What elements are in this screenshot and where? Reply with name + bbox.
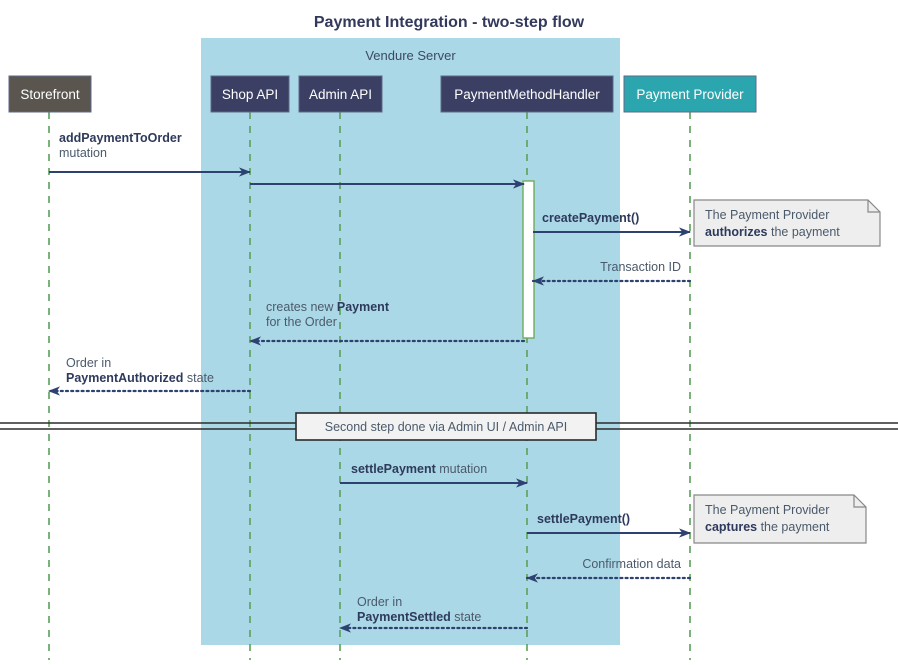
participants: Storefront Shop API Admin API PaymentMethod…: [8, 75, 757, 113]
message-label-creates-new-payment-1: for the Order: [266, 315, 337, 329]
message-transaction-id: Transaction ID: [531, 260, 692, 286]
note-body-note-authorizes: [693, 199, 881, 247]
notes: The Payment Provider authorizes the payme…: [693, 199, 881, 544]
message-create-payment: createPayment(): [533, 211, 691, 237]
participant-box-admin-api[interactable]: [298, 75, 383, 113]
page-title: Payment Integration - two-step flow: [314, 14, 585, 31]
message-settle-payment-mutation: settlePayment mutation: [340, 462, 528, 488]
message-label-add-payment-to-order-0: addPaymentToOrder: [59, 131, 182, 145]
participant-box-storefront[interactable]: [8, 75, 92, 113]
message-label-settle-payment-call-0: settlePayment(): [537, 512, 630, 526]
note-line-note-authorizes-1: authorizes the payment: [705, 225, 840, 239]
note-body-note-captures: [693, 494, 867, 544]
message-label-creates-new-payment-0: creates new Payment: [266, 300, 390, 314]
activation-bars: [522, 180, 535, 339]
participant-admin-api[interactable]: Admin API: [298, 75, 383, 113]
message-label-settle-payment-mutation-0: settlePayment mutation: [351, 462, 487, 476]
participant-label-storefront: Storefront: [20, 87, 80, 102]
message-label-order-payment-authorized-1: PaymentAuthorized state: [66, 371, 214, 385]
message-label-add-payment-to-order-1: mutation: [59, 146, 107, 160]
participant-label-payment-method-handler: PaymentMethodHandler: [454, 87, 600, 102]
participant-payment-provider[interactable]: Payment Provider: [623, 75, 757, 113]
note-note-captures: The Payment Provider captures the payment: [693, 494, 867, 544]
participant-label-shop-api: Shop API: [222, 87, 278, 102]
message-label-transaction-id-0: Transaction ID: [600, 260, 681, 274]
message-settle-payment-call: settlePayment(): [527, 512, 691, 538]
group-label-vendure-server: Vendure Server: [365, 48, 456, 63]
message-label-order-payment-settled-1: PaymentSettled state: [357, 610, 481, 624]
message-label-confirmation-data-0: Confirmation data: [582, 557, 681, 571]
message-label-order-payment-authorized-0: Order in: [66, 356, 111, 370]
note-line-note-captures-1: captures the payment: [705, 520, 830, 534]
activation-bar-payment-method-handler: [522, 180, 535, 339]
message-label-create-payment-0: createPayment(): [542, 211, 639, 225]
note-fold-note-captures: [853, 495, 866, 508]
participant-box-payment-method-handler[interactable]: [440, 75, 614, 113]
note-note-authorizes: The Payment Provider authorizes the payme…: [693, 199, 881, 247]
message-label-order-payment-settled-0: Order in: [357, 595, 402, 609]
participant-box-payment-provider[interactable]: [623, 75, 757, 113]
divider-label-box: [295, 412, 597, 441]
divider-label-text: Second step done via Admin UI / Admin AP…: [325, 420, 568, 434]
note-fold-note-authorizes: [867, 200, 880, 213]
note-line-note-captures-0: The Payment Provider: [705, 503, 829, 517]
note-line-note-authorizes-0: The Payment Provider: [705, 208, 829, 222]
second-step-divider: Second step done via Admin UI / Admin AP…: [0, 412, 898, 441]
participant-storefront[interactable]: Storefront: [8, 75, 92, 113]
participant-label-payment-provider: Payment Provider: [636, 87, 744, 102]
participant-payment-method-handler[interactable]: PaymentMethodHandler: [440, 75, 614, 113]
participant-label-admin-api: Admin API: [309, 87, 372, 102]
message-confirmation-data: Confirmation data: [525, 557, 692, 583]
participant-shop-api[interactable]: Shop API: [210, 75, 290, 113]
participant-box-shop-api[interactable]: [210, 75, 290, 113]
